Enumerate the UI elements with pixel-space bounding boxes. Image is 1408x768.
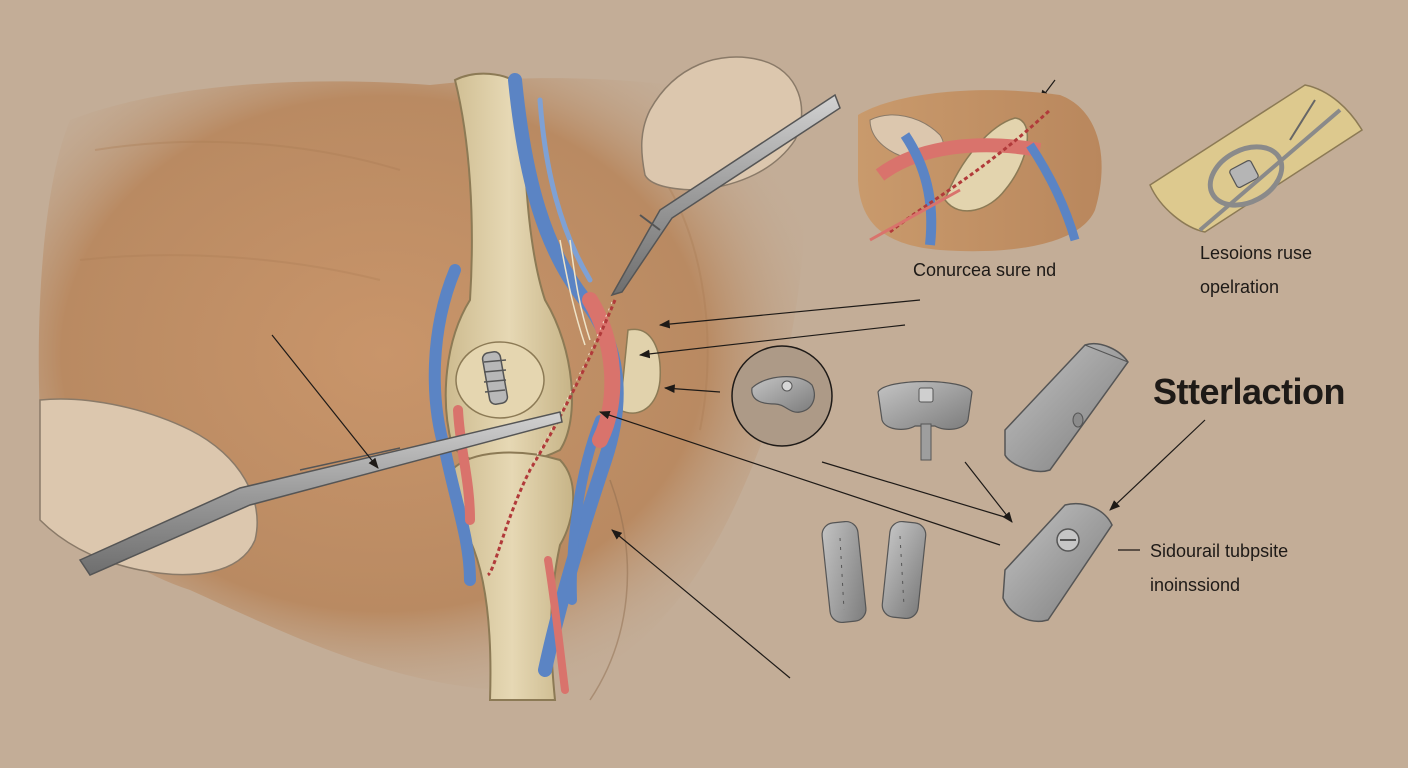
bone-plate-icon [1004,343,1129,472]
suture-line [486,299,617,577]
inset-lesion-operation [1149,84,1364,233]
implant-caption-line-2: inoinssiond [1150,575,1241,595]
lesion-caption-line-1: Lesoions ruse [1200,243,1313,263]
screw-plate-icon [1002,503,1113,622]
inset-caption: Conurcea sure nd [913,253,1056,287]
callout-lines [271,79,1206,679]
anchor-implant-icon [751,376,815,413]
lesion-caption: Lesoions ruse opelration [1200,236,1312,304]
t-screw-icon [877,380,973,461]
forceps-icon [610,93,841,297]
scalpel-icon [78,411,563,576]
implant-caption-line-1: Sidourail tubpsite [1150,541,1289,561]
diagram-title: Stterlaction [1153,370,1346,414]
inset-cross-section [858,90,1102,252]
diagram-title-text: Stterlaction [1153,371,1346,412]
staple-icon [821,520,927,624]
suture-thread [559,239,591,346]
patella-bone [619,328,661,414]
condyle-screw-icon [481,351,509,405]
lesion-caption-line-2: opelration [1200,277,1280,297]
anchor-inset [731,345,833,447]
inset-caption-text: Conurcea sure nd [913,260,1057,280]
muscle-tissue [453,292,621,694]
implant-caption: Sidourail tubpsite inoinssiond [1150,534,1288,602]
